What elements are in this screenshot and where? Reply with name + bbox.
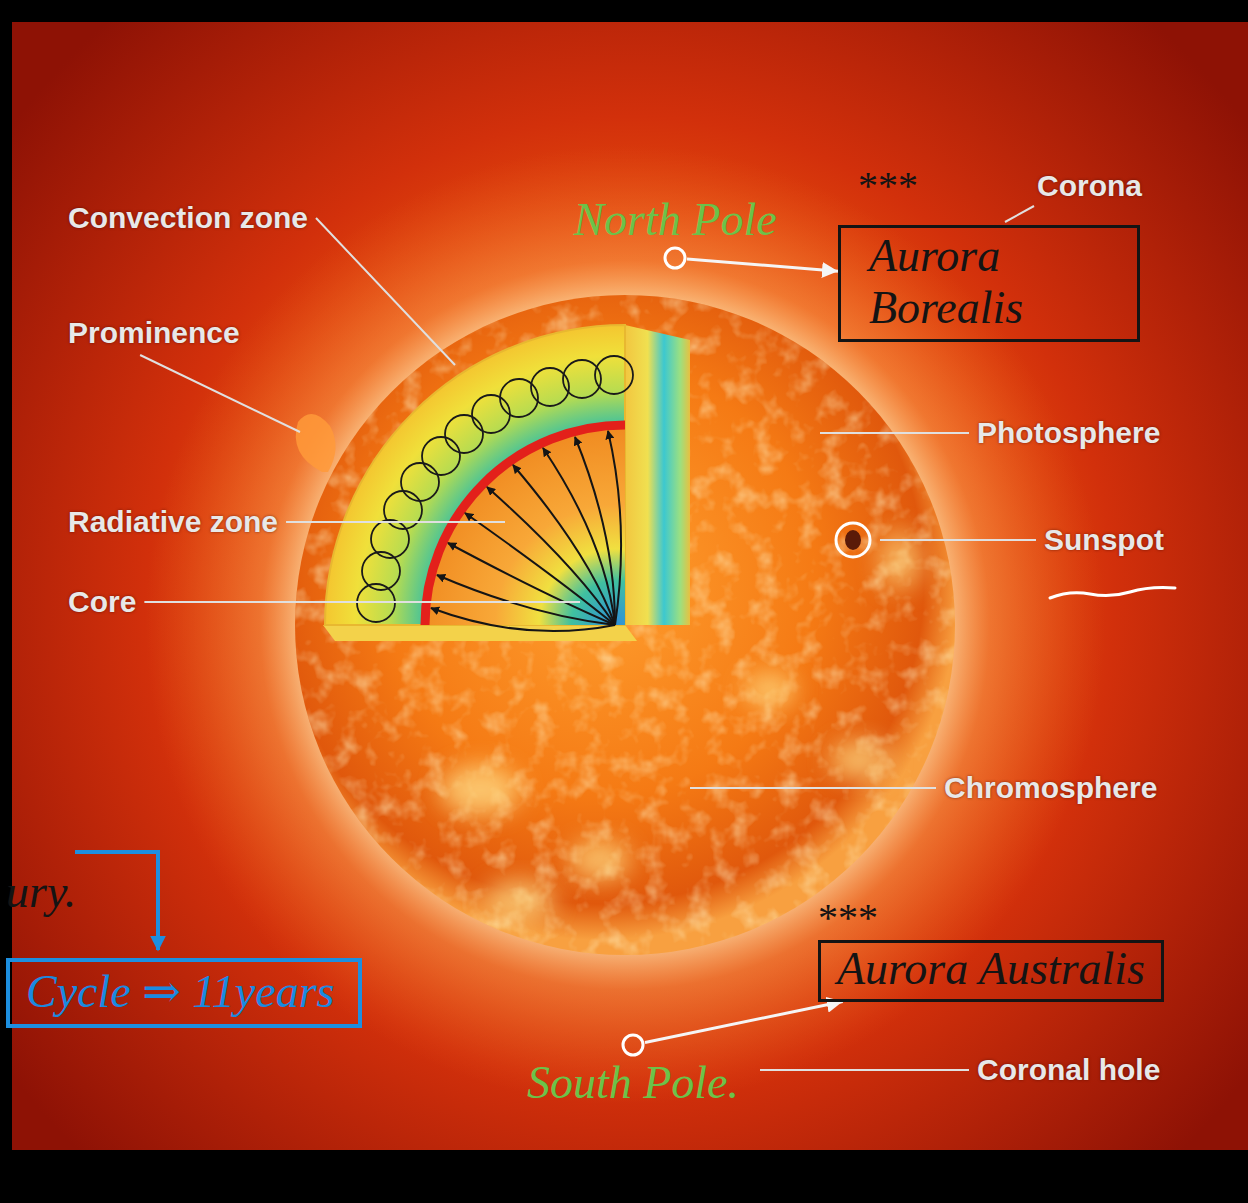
leader-line: [316, 218, 455, 365]
pole-circle-outline: [665, 248, 685, 268]
part-label: Coronal hole: [977, 1052, 1160, 1088]
pole-marker: South Pole.: [621, 1033, 645, 1057]
radiation-ray: [448, 543, 615, 625]
radiation-ray: [543, 448, 615, 625]
cut-side-face: [625, 325, 690, 625]
leader-line: [144, 601, 580, 603]
leader-line: [760, 1069, 969, 1071]
pole-circle: [663, 246, 687, 270]
radiative-boundary: [425, 425, 625, 625]
callout-box: Aurora Australis: [818, 940, 1164, 1002]
prominence-flame: [296, 414, 336, 472]
cut-shelf: [323, 625, 637, 641]
handwritten-note: ury.: [6, 866, 76, 918]
pole-circle-outline: [623, 1035, 643, 1055]
bright-patch: [745, 672, 795, 708]
radiation-ray: [487, 487, 615, 625]
convection-loop: [422, 437, 460, 475]
radiation-ray: [465, 513, 615, 625]
leader-line: [690, 787, 936, 789]
part-label: Radiative zone: [68, 504, 278, 540]
leader-line: [1005, 206, 1034, 222]
cutaway: [323, 325, 690, 641]
convection-loop: [500, 379, 538, 417]
part-label: Chromosphere: [944, 770, 1157, 806]
pole-marker: North Pole: [663, 246, 687, 270]
bright-patch: [440, 765, 520, 815]
box-text: Aurora Australis: [837, 943, 1145, 995]
box-text: Aurora Borealis: [869, 230, 1119, 333]
connector-arrow: [645, 1002, 843, 1043]
radiation-ray: [431, 608, 615, 631]
cycle-box: Cycle ⇒ 11years: [6, 958, 362, 1028]
convection-loop: [595, 356, 633, 394]
glow-ground: [12, 22, 1248, 1150]
part-label: Photosphere: [977, 415, 1160, 451]
radiation-ray: [575, 437, 615, 625]
leader-line: [820, 432, 969, 434]
convection-loop: [384, 491, 422, 529]
convection-loops: [357, 356, 633, 622]
convection-loop: [472, 395, 510, 433]
sunspot-mark: [845, 530, 861, 550]
pole-label: South Pole.: [527, 1057, 739, 1109]
underline-squiggle: [1050, 588, 1175, 599]
box-text: Cycle ⇒ 11years: [26, 966, 334, 1018]
bright-patch: [485, 880, 555, 920]
leader-line: [880, 539, 1036, 541]
bright-patch: [570, 840, 630, 880]
leader-line: [286, 521, 505, 523]
part-label: Prominence: [68, 315, 240, 351]
bracket-arrow: [75, 852, 158, 950]
radiation-ray: [608, 431, 621, 625]
part-label: Corona: [1037, 168, 1142, 204]
leader-line: [140, 355, 300, 432]
part-label: Convection zone: [68, 200, 308, 236]
pole-label: North Pole: [573, 194, 776, 246]
sunspot-annotation-circle: [836, 523, 870, 557]
pole-circle: [621, 1033, 645, 1057]
part-label: Core: [68, 584, 136, 620]
convection-loop: [445, 415, 483, 453]
convection-zone-section: [325, 325, 625, 625]
part-label: Sunspot: [1044, 522, 1164, 558]
convection-loop: [401, 463, 439, 501]
bright-patch: [830, 740, 890, 780]
emphasis-stars: ***: [818, 898, 878, 938]
emphasis-stars: ***: [858, 166, 918, 206]
callout-box: Aurora Borealis: [838, 225, 1140, 342]
convection-loop: [371, 520, 409, 558]
radiative-zone-section: [425, 425, 625, 625]
connector-arrow: [687, 259, 838, 271]
